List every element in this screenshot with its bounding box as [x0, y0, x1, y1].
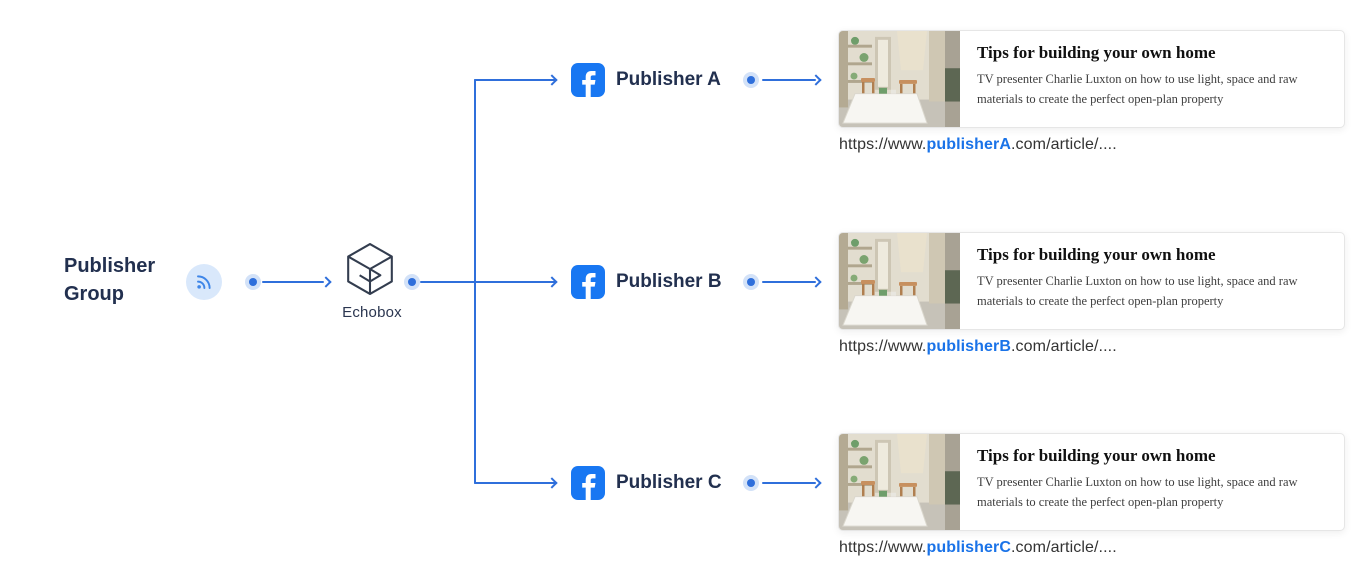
article-title: Tips for building your own home — [977, 245, 1216, 264]
article-image — [839, 434, 960, 530]
rss-icon — [186, 264, 222, 300]
article-url: https://www.publisherC.com/article/.... — [839, 539, 1117, 557]
article-image — [839, 233, 960, 329]
connector-dot — [245, 274, 261, 290]
arrowhead-icon — [320, 276, 332, 288]
facebook-icon — [571, 265, 605, 299]
source-label-line2: Group — [64, 283, 124, 305]
article-description: TV presenter Charlie Luxton on how to us… — [977, 274, 1298, 308]
connector-line — [420, 281, 556, 283]
url-publisher: publisherC — [926, 539, 1012, 556]
connector-line — [474, 482, 556, 484]
article-description: TV presenter Charlie Luxton on how to us… — [977, 475, 1298, 509]
article-preview-card: Tips for building your own home TV prese… — [838, 232, 1345, 330]
source-label-line1: Publisher — [64, 255, 156, 277]
echobox-logo-icon — [347, 243, 393, 295]
connector-dot — [743, 274, 759, 290]
article-body: Tips for building your own home TV prese… — [960, 434, 1344, 530]
rss-glyph — [197, 275, 211, 289]
arrowhead-icon — [546, 276, 558, 288]
article-body: Tips for building your own home TV prese… — [960, 233, 1344, 329]
connector-line — [762, 79, 816, 81]
arrowhead-icon — [810, 477, 822, 489]
article-url: https://www.publisherA.com/article/.... — [839, 136, 1117, 154]
connector-line — [262, 281, 324, 283]
url-publisher: publisherA — [926, 136, 1012, 153]
connector-line — [762, 482, 816, 484]
url-suffix: .com/article/.... — [1011, 539, 1117, 556]
publisher-a-label: Publisher A — [616, 69, 721, 90]
echobox-label: Echobox — [342, 304, 402, 321]
connector-dot — [743, 72, 759, 88]
article-body: Tips for building your own home TV prese… — [960, 31, 1344, 127]
article-url: https://www.publisherB.com/article/.... — [839, 338, 1117, 356]
branch-line — [474, 79, 476, 484]
article-title: Tips for building your own home — [977, 446, 1216, 465]
article-preview-card: Tips for building your own home TV prese… — [838, 433, 1345, 531]
facebook-icon — [571, 466, 605, 500]
connector-line — [762, 281, 816, 283]
url-suffix: .com/article/.... — [1011, 136, 1117, 153]
arrowhead-icon — [546, 477, 558, 489]
url-publisher: publisherB — [926, 338, 1012, 355]
url-prefix: https://www. — [839, 136, 927, 153]
article-description: TV presenter Charlie Luxton on how to us… — [977, 72, 1298, 106]
url-prefix: https://www. — [839, 539, 927, 556]
arrowhead-icon — [546, 74, 558, 86]
facebook-icon — [571, 63, 605, 97]
arrowhead-icon — [810, 276, 822, 288]
connector-dot — [404, 274, 420, 290]
connector-line — [474, 79, 556, 81]
article-image — [839, 31, 960, 127]
article-preview-card: Tips for building your own home TV prese… — [838, 30, 1345, 128]
arrowhead-icon — [810, 74, 822, 86]
article-title: Tips for building your own home — [977, 43, 1216, 62]
source-label: Publisher Group — [64, 252, 155, 308]
url-prefix: https://www. — [839, 338, 927, 355]
publisher-c-label: Publisher C — [616, 472, 722, 493]
publisher-b-label: Publisher B — [616, 271, 722, 292]
url-suffix: .com/article/.... — [1011, 338, 1117, 355]
connector-dot — [743, 475, 759, 491]
